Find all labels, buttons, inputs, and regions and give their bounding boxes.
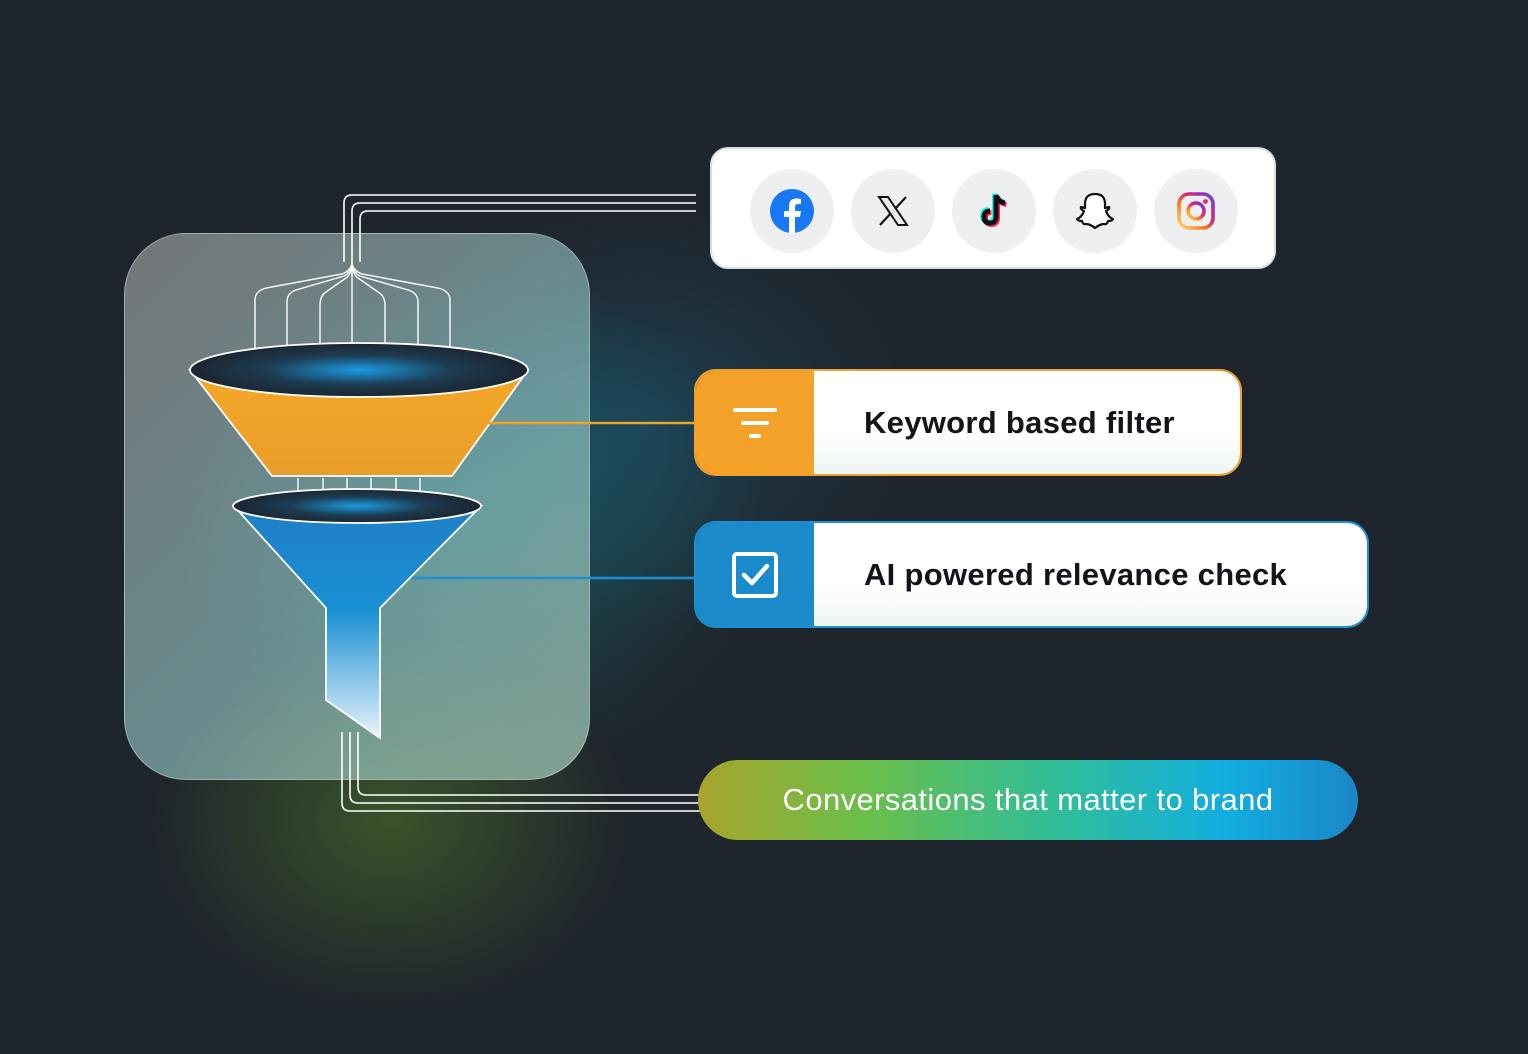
input-connector-lines	[343, 194, 696, 262]
output-connector-lines	[341, 732, 700, 812]
ai-relevance-label: AI powered relevance check	[814, 523, 1367, 626]
keyword-filter-label: Keyword based filter	[814, 371, 1240, 474]
keyword-funnel	[188, 342, 530, 477]
ai-funnel	[231, 488, 484, 740]
social-sources-card	[710, 147, 1276, 269]
result-pill: Conversations that matter to brand	[698, 760, 1358, 840]
tiktok-icon[interactable]	[952, 169, 1036, 253]
filter-icon	[696, 371, 814, 474]
facebook-icon[interactable]	[750, 169, 834, 253]
instagram-icon[interactable]	[1154, 169, 1238, 253]
keyword-filter-step: Keyword based filter	[694, 369, 1242, 476]
x-icon[interactable]	[851, 169, 935, 253]
top-funnel-arrows	[255, 261, 450, 366]
ai-relevance-step: AI powered relevance check	[694, 521, 1369, 628]
snapchat-icon[interactable]	[1053, 169, 1137, 253]
checkbox-icon	[696, 523, 814, 626]
